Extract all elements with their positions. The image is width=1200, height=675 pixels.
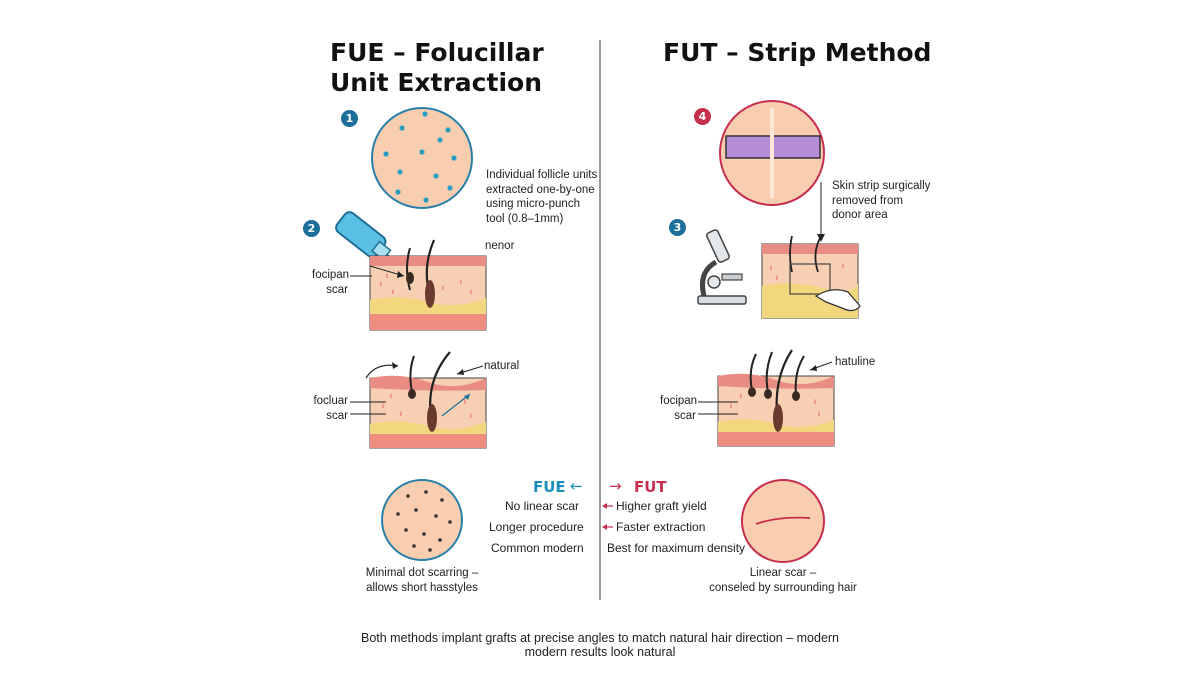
fut-point-higher-graft-yield: Higher graft yield bbox=[616, 499, 707, 513]
fut-point-maximum-density: Best for maximum density bbox=[607, 541, 746, 555]
compare-fue-header: FUE bbox=[533, 478, 566, 496]
step-1-badge: 1 bbox=[341, 110, 358, 127]
label-nenor: nenor bbox=[485, 240, 515, 252]
fut-point-arrows bbox=[602, 503, 613, 530]
fue-skin-cross-section-implant: ιιι ιι bbox=[369, 351, 487, 449]
fut-point-faster-extraction: Faster extraction bbox=[616, 520, 706, 534]
svg-text:ι: ι bbox=[380, 279, 382, 288]
label-line: scar bbox=[326, 409, 348, 422]
svg-text:ι: ι bbox=[842, 261, 844, 270]
fue-title: FUE – Folucillar Unit Extraction bbox=[330, 38, 544, 98]
fue-skin-cross-section-extraction: ιιι ιιι bbox=[369, 239, 487, 331]
svg-text:ι: ι bbox=[400, 409, 402, 418]
step-3-badge: 3 bbox=[669, 219, 686, 236]
svg-text:ι: ι bbox=[740, 391, 742, 400]
fue-title-line1: FUE – Folucillar bbox=[330, 38, 544, 67]
fut-desc-line: removed from bbox=[832, 194, 903, 207]
svg-text:ι: ι bbox=[470, 287, 472, 296]
strip-pointer-arrow bbox=[817, 182, 825, 242]
label-hatuline: hatuline bbox=[835, 356, 876, 368]
svg-text:ι: ι bbox=[464, 397, 466, 406]
micro-punch-tool-icon bbox=[335, 211, 396, 262]
fue-result-caption: Minimal dot scarring – allows short hass… bbox=[342, 566, 502, 595]
label-focipan-scar-fue: focipan scar bbox=[312, 268, 350, 297]
label-pointer bbox=[698, 401, 738, 415]
extraction-arrow bbox=[369, 265, 405, 278]
footer-line2: modern results look natural bbox=[524, 645, 676, 659]
fut-desc-line: Skin strip surgically bbox=[832, 180, 931, 192]
label-pointer bbox=[809, 361, 833, 371]
fut-result-caption: Linear scar – conseled by surrounding ha… bbox=[700, 566, 866, 595]
step-2-badge: 2 bbox=[303, 220, 320, 237]
caption-line: conseled by surrounding hair bbox=[709, 581, 857, 594]
svg-text:ι: ι bbox=[818, 409, 820, 418]
svg-text:ι: ι bbox=[386, 271, 388, 280]
microscope-icon bbox=[697, 229, 747, 305]
label-focipan-scar-fut: focipan scar bbox=[660, 394, 698, 423]
label-line: focipan bbox=[660, 395, 698, 407]
svg-text:ι: ι bbox=[814, 397, 816, 406]
label-focluar-scar: focluar scar bbox=[312, 394, 348, 423]
compare-fut-header: FUT bbox=[634, 478, 667, 496]
fue-point-longer-procedure: Longer procedure bbox=[489, 520, 584, 534]
step-4-badge: 4 bbox=[694, 108, 711, 125]
fut-title: FUT – Strip Method bbox=[663, 38, 932, 67]
compare-left-arrow-icon: ← bbox=[570, 477, 583, 495]
label-natural: natural bbox=[484, 360, 520, 372]
fue-point-common-modern: Common modern bbox=[491, 541, 584, 555]
label-line: focluar bbox=[313, 395, 348, 407]
svg-text:ι: ι bbox=[770, 263, 772, 272]
svg-text:ι: ι bbox=[470, 411, 472, 420]
caption-line: Minimal dot scarring – bbox=[365, 567, 479, 579]
fue-desc-line: Individual follicle units bbox=[486, 169, 598, 181]
label-line: scar bbox=[326, 283, 348, 296]
label-pointer bbox=[456, 365, 484, 375]
fue-desc-line: tool (0.8–1mm) bbox=[486, 212, 564, 225]
fut-description: Skin strip surgically removed from donor… bbox=[832, 179, 930, 223]
fue-point-no-linear-scar: No linear scar bbox=[505, 499, 580, 513]
svg-text:ι: ι bbox=[442, 283, 444, 292]
footer-line1: Both methods implant grafts at precise a… bbox=[360, 631, 840, 645]
fut-desc-line: donor area bbox=[832, 209, 888, 221]
svg-text:ι: ι bbox=[460, 277, 462, 286]
fue-desc-line: using micro-punch bbox=[486, 198, 580, 210]
footer-note: Both methods implant grafts at precise a… bbox=[300, 631, 900, 659]
label-pointer bbox=[350, 401, 386, 415]
svg-text:ι: ι bbox=[730, 401, 732, 410]
compare-right-arrow-icon: → bbox=[609, 477, 622, 495]
donor-area-circle bbox=[371, 107, 473, 209]
svg-text:ι: ι bbox=[382, 401, 384, 410]
fue-result-dot-scar-circle bbox=[381, 479, 463, 561]
label-pointer bbox=[350, 275, 372, 277]
label-line: focipan bbox=[312, 269, 350, 281]
fue-description: Individual follicle units extracted one-… bbox=[486, 168, 597, 226]
caption-line: Linear scar – bbox=[749, 567, 817, 579]
caption-line: allows short hasstyles bbox=[366, 581, 478, 594]
donor-strip-circle bbox=[719, 100, 825, 206]
center-divider bbox=[599, 40, 601, 600]
curved-arrow-icon bbox=[365, 362, 399, 379]
fue-title-line2: Unit Extraction bbox=[330, 68, 542, 97]
label-line: scar bbox=[674, 409, 696, 422]
fue-desc-line: extracted one-by-one bbox=[486, 183, 595, 196]
svg-text:ι: ι bbox=[390, 391, 392, 400]
svg-text:ι: ι bbox=[392, 287, 394, 296]
fut-result-linear-scar-circle bbox=[741, 479, 825, 563]
svg-text:ι: ι bbox=[776, 273, 778, 282]
follicle-dots bbox=[383, 111, 457, 203]
